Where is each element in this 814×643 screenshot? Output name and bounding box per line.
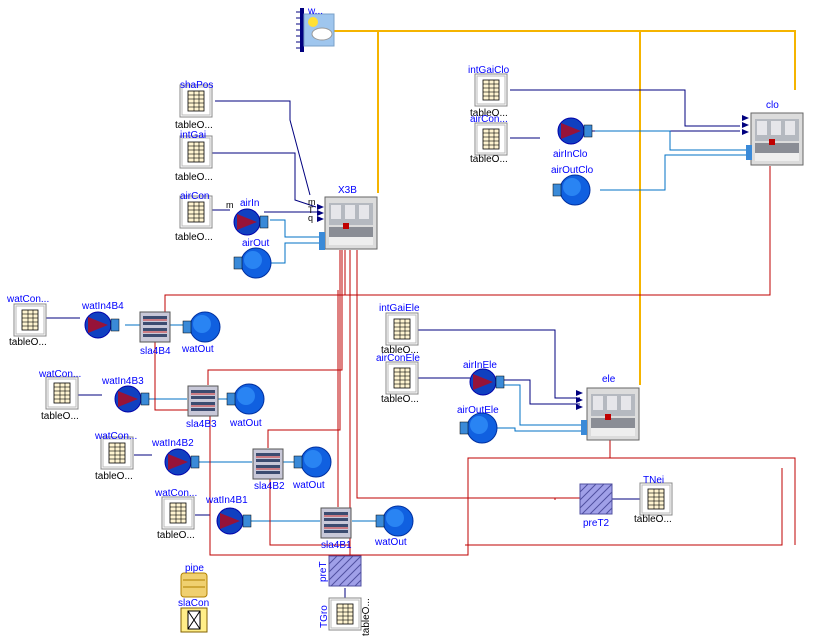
water-inlet-4b1-label: watIn4B1 [205,495,248,506]
schedule-watcon-3[interactable]: watCon... tableO... [38,369,81,422]
water-outlet-1[interactable]: watOut [374,505,414,548]
room-x3b-label: X3B [338,185,357,196]
water-outlet-2[interactable]: watOut [292,446,332,491]
slab-4b2[interactable]: sla4B2 [252,448,285,492]
water-outlet-3-label: watOut [229,418,262,429]
weather-data-block[interactable]: w... [296,6,335,52]
slab-4b4[interactable]: sla4B4 [139,311,171,357]
schedule-airconele[interactable]: airConEle tableO... [376,353,420,405]
room-ele-label: ele [602,374,616,385]
air-inlet-ele[interactable]: airInEle [463,360,505,396]
schedule-aircon[interactable]: airCon tableO... [175,191,213,243]
water-inlet-4b4[interactable]: watIn4B4 [81,301,124,339]
schedule-tgro[interactable]: TGro tableO... [319,597,372,636]
room-x3b-port-m: m [308,197,316,207]
slab-4b3-label: sla4B3 [186,419,217,430]
slab-4b1-label: sla4B1 [321,540,352,551]
schedule-intgaiele[interactable]: intGaiEle tableO... [379,303,420,356]
water-inlet-4b4-label: watIn4B4 [81,301,124,312]
schedule-intgaiele-sub: tableO... [381,345,419,356]
water-inlet-4b2[interactable]: watIn4B2 [151,438,200,476]
schedule-tgro-sub: tableO... [361,598,372,636]
slab-4b2-label: sla4B2 [254,481,285,492]
water-inlet-4b3[interactable]: watIn4B3 [101,376,150,413]
air-outlet-clo-label: airOutClo [551,165,594,176]
water-outlet-2-label: watOut [292,480,325,491]
record-pipe-label: pipe [185,563,204,574]
schedule-airconclo-label: airCon... [470,114,508,125]
slab-4b4-label: sla4B4 [140,346,171,357]
schedule-intgai[interactable]: intGai tableO... [175,130,213,183]
air-inlet-clo-label: airInClo [553,149,588,160]
air-inlet-x3b-label: airIn [240,198,259,209]
schedule-airconele-sub: tableO... [381,394,419,405]
record-pipe[interactable]: pipe [180,563,208,598]
schedule-shapos-label: shaPos [180,80,213,91]
prescribed-temperature-pret2-label: preT2 [583,518,610,529]
schedule-watcon-4-sub: tableO... [9,337,47,348]
schedule-watcon-4-label: watCon... [6,294,49,305]
air-inlet-x3b[interactable]: airIn m [226,198,269,236]
water-outlet-4[interactable]: watOut [181,311,221,355]
schedule-intgaiclo-sub: tableO... [470,108,508,119]
air-inlet-clo[interactable]: airInClo [553,117,593,160]
schedule-shapos[interactable]: shaPos tableO... [175,80,213,131]
schedule-shapos-sub: tableO... [175,120,213,131]
room-x3b-port-q: q [308,213,313,223]
schedule-watcon-4[interactable]: watCon... tableO... [6,294,49,348]
schedule-tnei-label: TNei [643,475,664,486]
schedule-watcon-2-label: watCon... [94,431,137,442]
prescribed-temperature-pret-label: preT [318,561,329,582]
schedule-airconele-label: airConEle [376,353,420,364]
schedule-watcon-3-label: watCon... [38,369,81,380]
air-outlet-ele-label: airOutEle [457,405,499,416]
water-outlet-4-label: watOut [181,344,214,355]
heat-wires [154,166,796,560]
schedule-airconclo-sub: tableO... [470,154,508,165]
water-outlet-1-label: watOut [374,537,407,548]
schedule-tgro-label: TGro [319,605,330,628]
water-inlet-4b2-label: watIn4B2 [151,438,194,449]
air-outlet-x3b-label: airOut [242,238,269,249]
fluid-wires [125,130,752,522]
schedule-tnei[interactable]: TNei tableO... [634,475,673,525]
schedule-intgaiclo-label: intGaiClo [468,65,510,76]
signal-wires [45,89,740,598]
schedule-watcon-3-sub: tableO... [41,411,79,422]
schedule-intgai-label: intGai [180,130,206,141]
schedule-airconclo[interactable]: airCon... tableO... [470,114,508,165]
schedule-tnei-sub: tableO... [634,514,672,525]
room-ele[interactable]: ele [576,374,640,441]
record-slacon-label: slaCon [178,598,209,609]
schedule-watcon-1[interactable]: watCon... tableO... [154,488,197,541]
room-x3b-port-t: T [308,205,314,215]
water-outlet-3[interactable]: watOut [226,383,265,429]
schedule-watcon-1-label: watCon... [154,488,197,499]
schedule-aircon-sub: tableO... [175,232,213,243]
room-clo-label: clo [766,100,779,111]
schedule-watcon-2-sub: tableO... [95,471,133,482]
air-outlet-ele[interactable]: airOutEle [457,405,499,444]
schedule-intgaiele-label: intGaiEle [379,303,420,314]
room-clo[interactable]: clo [742,100,804,166]
weather-label: w... [307,6,323,17]
slab-4b3[interactable]: sla4B3 [186,385,219,430]
prescribed-temperature-pret[interactable]: preT [318,555,362,587]
water-inlet-4b1[interactable]: watIn4B1 [205,495,252,535]
room-x3b[interactable]: X3B m T q [308,185,378,250]
air-inlet-ele-label: airInEle [463,360,497,371]
schedule-aircon-label: airCon [180,191,209,202]
air-outlet-x3b[interactable]: airOut [233,238,272,279]
slab-4b1[interactable]: sla4B1 [320,507,352,551]
prescribed-temperature-pret2[interactable]: preT2 [579,483,613,529]
schedule-intgaiclo[interactable]: intGaiClo tableO... [468,65,510,119]
air-inlet-x3b-port: m [226,200,234,210]
schedule-intgai-sub: tableO... [175,172,213,183]
schedule-watcon-1-sub: tableO... [157,530,195,541]
record-slacon[interactable]: slaCon [178,598,209,633]
water-inlet-4b3-label: watIn4B3 [101,376,144,387]
air-outlet-clo[interactable]: airOutClo [551,165,594,206]
schedule-watcon-2[interactable]: watCon... tableO... [94,431,137,482]
